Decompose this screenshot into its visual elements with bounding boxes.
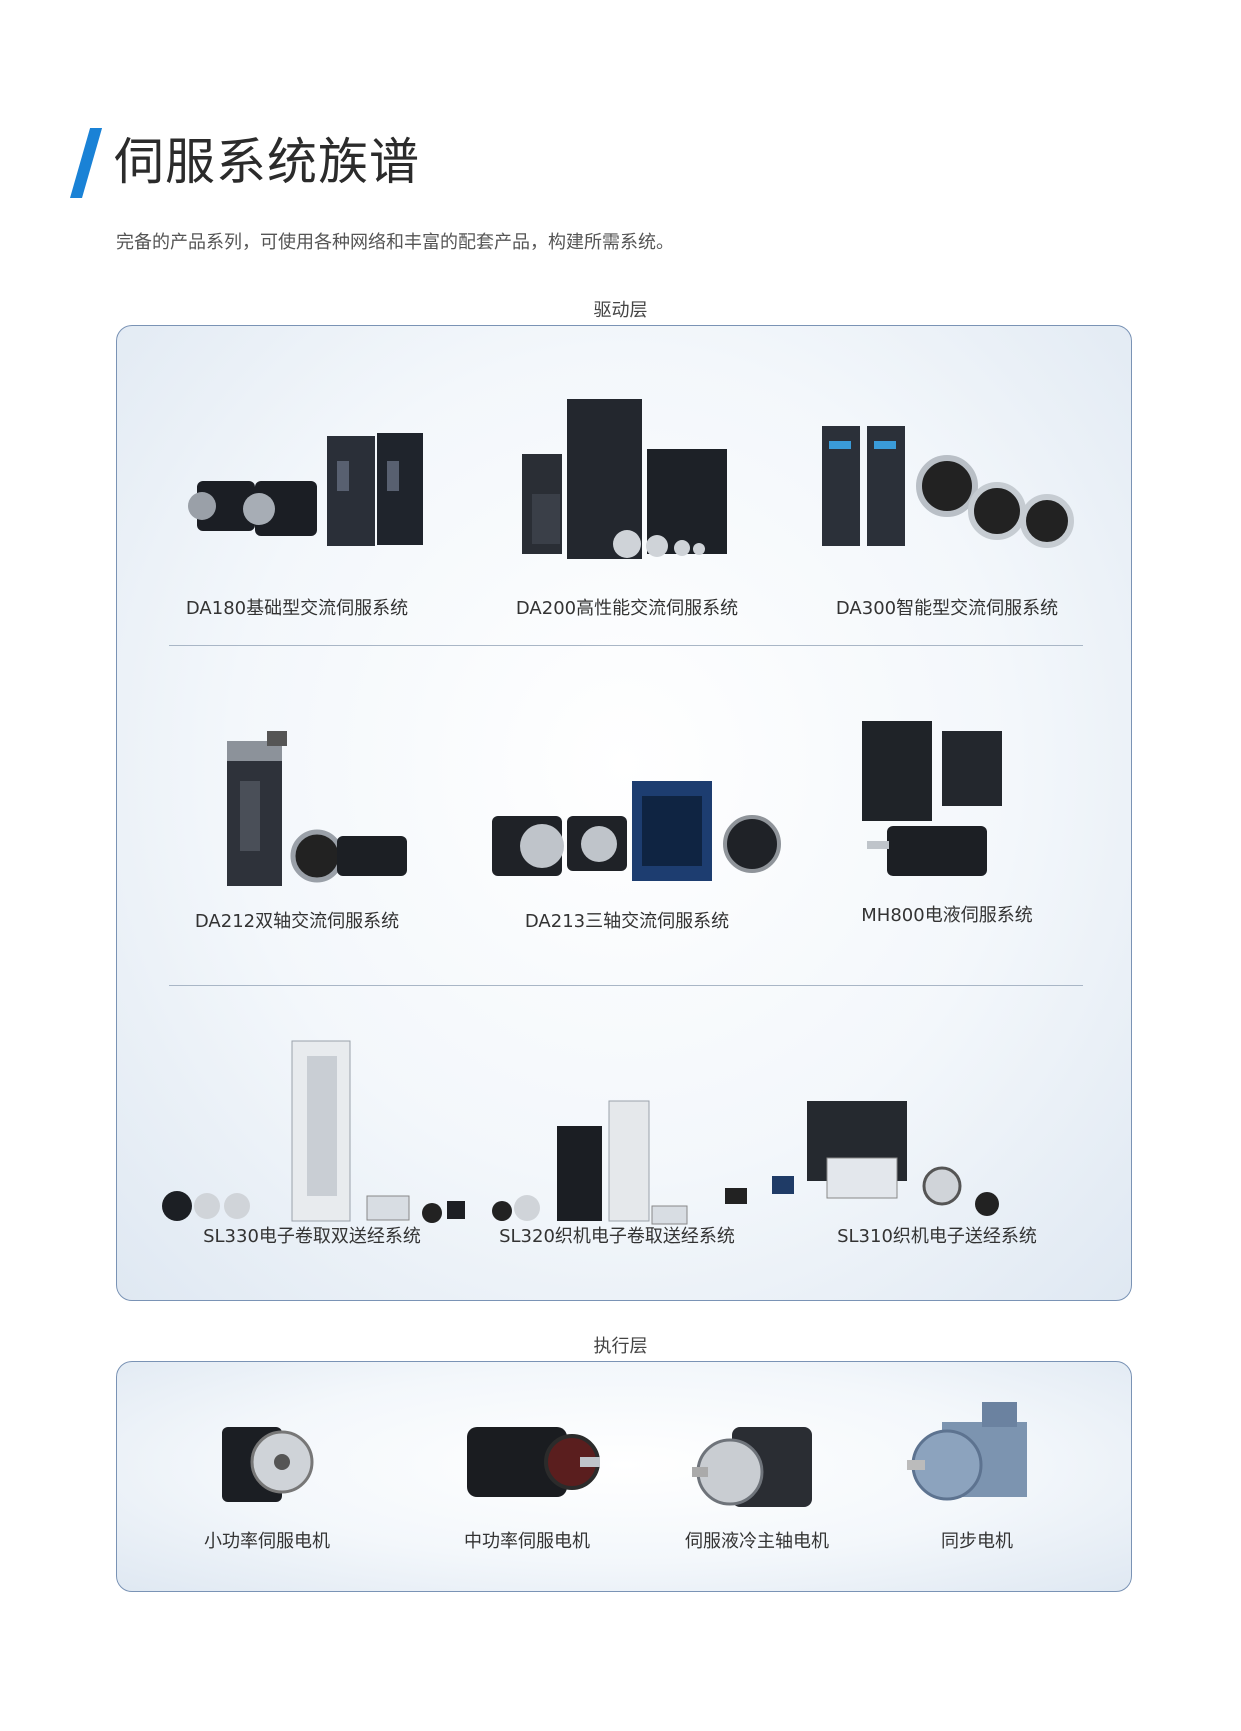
da200-product-image — [522, 399, 727, 559]
product-da300: DA300智能型交流伺服系统 — [835, 598, 1059, 619]
row-divider — [169, 645, 1083, 646]
small-servo-motor-image — [222, 1427, 314, 1502]
title-accent-bar — [70, 128, 103, 198]
row-divider — [169, 985, 1083, 986]
page-title: 伺服系统族谱 — [114, 133, 420, 191]
product-liquid-cooled-spindle-motor: 伺服液冷主轴电机 — [685, 1531, 829, 1552]
product-medium-servo-motor: 中功率伺服电机 — [464, 1531, 590, 1552]
da212-product-image — [227, 731, 407, 886]
page-subtitle: 完备的产品系列，可使用各种网络和丰富的配套产品，构建所需系统。 — [116, 232, 674, 253]
da180-product-image — [188, 433, 423, 546]
mh800-product-image — [862, 721, 1002, 876]
product-synchronous-motor: 同步电机 — [941, 1531, 1013, 1552]
product-sl310: SL310织机电子送经系统 — [837, 1226, 1037, 1247]
product-da212: DA212双轴交流伺服系统 — [194, 911, 400, 932]
product-sl320: SL320织机电子卷取送经系统 — [499, 1226, 735, 1247]
da300-product-image — [822, 426, 1074, 548]
product-da180: DA180基础型交流伺服系统 — [185, 598, 409, 619]
synchronous-motor-image — [907, 1402, 1027, 1501]
sl320-product-image — [492, 1100, 688, 1225]
exec-layer-label: 执行层 — [593, 1336, 648, 1357]
sl330-product-image — [162, 1040, 465, 1223]
exec-layer-panel: 小功率伺服电机 中功率伺服电机 伺服液冷主轴电机 同步电机 — [116, 1361, 1132, 1592]
drive-layer-panel: DA180基础型交流伺服系统 DA200高性能交流伺服系统 DA300智能型交流… — [116, 325, 1132, 1301]
da213-product-image — [492, 781, 781, 881]
product-small-servo-motor: 小功率伺服电机 — [204, 1531, 330, 1552]
product-mh800: MH800电液伺服系统 — [861, 905, 1033, 926]
liquid-cooled-spindle-motor-image — [692, 1427, 812, 1507]
drive-layer-label: 驱动层 — [593, 300, 648, 321]
medium-servo-motor-image — [467, 1427, 600, 1497]
sl310-product-image — [725, 1101, 999, 1216]
product-da200: DA200高性能交流伺服系统 — [515, 598, 739, 619]
product-sl330: SL330电子卷取双送经系统 — [203, 1226, 421, 1247]
product-da213: DA213三轴交流伺服系统 — [524, 911, 730, 932]
